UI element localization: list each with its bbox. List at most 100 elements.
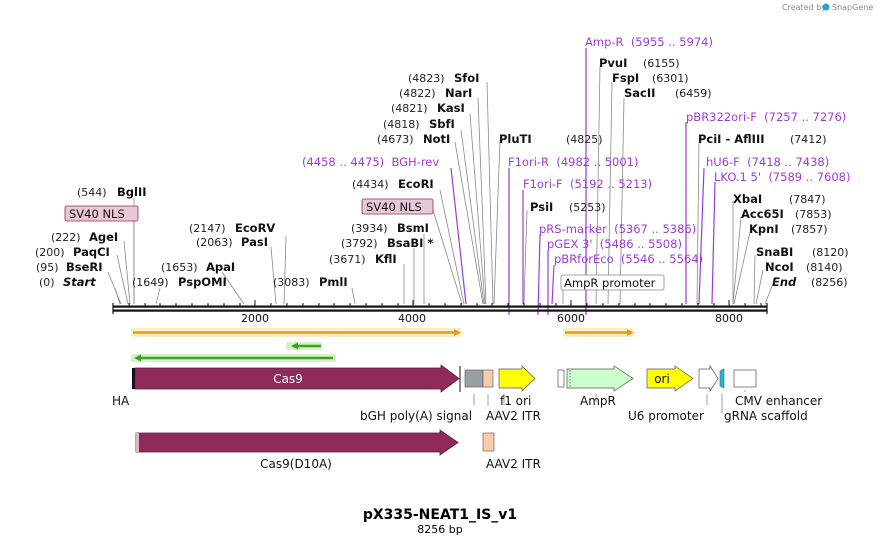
primer-hu6-f[interactable]: hU6-F (7418 .. 7438) (706, 155, 829, 169)
sv40-nls-left-label: SV40 NLS (69, 207, 125, 221)
grna-scaffold-shape[interactable] (719, 368, 725, 389)
site-sfoi[interactable]: SfoI (454, 71, 479, 85)
site-bseri[interactable]: BseRI (66, 260, 103, 274)
plasmid-name: pX335-NEAT1_IS_v1 (363, 507, 517, 523)
site-paqci[interactable]: PaqCI (73, 245, 110, 259)
ori-arrow[interactable] (646, 365, 694, 392)
site-pvui[interactable]: PvuI (599, 56, 627, 70)
site-num: (4822) (399, 87, 436, 100)
feature-track-1: Cas9 ori (132, 364, 757, 393)
bgh-polya-box[interactable] (464, 369, 484, 388)
ampr-promoter-box[interactable] (560, 274, 665, 291)
svg-text:(0): (0) (39, 276, 55, 289)
ha-label: HA (112, 394, 130, 408)
site-kasi[interactable]: KasI (437, 101, 465, 115)
primer-prs-marker[interactable]: pRS-marker (5367 .. 5386) (539, 222, 696, 236)
primer-amp-r[interactable]: Amp-R (5955 .. 5974) (585, 35, 713, 49)
ruler (128, 300, 762, 307)
site-apai[interactable]: ApaI (206, 260, 235, 274)
site-num: (4818) (383, 118, 420, 131)
site-num: (4825) (566, 133, 603, 146)
site-pci-afliii[interactable]: PciI - AflIII (698, 132, 765, 146)
site-nari[interactable]: NarI (445, 86, 472, 100)
site-bsmi[interactable]: BsmI (397, 221, 429, 235)
site-bglii[interactable]: BglII (117, 185, 147, 199)
site-kpni[interactable]: KpnI (749, 222, 779, 236)
site-num: (95) (36, 261, 59, 274)
ruler-tick-labels: 2000 4000 6000 8000 (241, 312, 743, 325)
site-pasi[interactable]: PasI (241, 235, 268, 249)
site-num: (2147) (189, 222, 226, 235)
site-snabi[interactable]: SnaBI (756, 245, 793, 259)
site-noti[interactable]: NotI (423, 132, 450, 146)
feature-leader-lines (473, 390, 746, 413)
primer-pgex-3[interactable]: pGEX 3' (5486 .. 5508) (547, 237, 682, 251)
ampr-promoter-box-feature[interactable] (557, 369, 565, 388)
site-kfli[interactable]: KflI (375, 252, 397, 266)
primer-pbrforeco[interactable]: pBRforEco (5546 .. 5564) (554, 252, 703, 266)
sv40-nls-mid-label: SV40 NLS (366, 200, 422, 214)
site-num: (6459) (675, 87, 712, 100)
site-agei[interactable]: AgeI (89, 230, 118, 244)
primer-f1ori-r[interactable]: F1ori-R (4982 .. 5001) (508, 155, 638, 169)
site-num: (200) (35, 246, 65, 259)
ruler-tick-6000: 6000 (557, 312, 585, 325)
site-psii[interactable]: PsiI (530, 200, 553, 214)
site-num: (1653) (161, 261, 198, 274)
right-site-labels: PluTI (4825) PsiI (5253) PvuI (6155) Fsp… (499, 56, 849, 289)
site-acc65i[interactable]: Acc65I (741, 207, 784, 221)
f1-ori-label: f1 ori (500, 394, 531, 408)
site-fspi[interactable]: FspI (612, 71, 639, 85)
cas9-d10a-label: Cas9(D10A) (260, 457, 332, 471)
bgh-polya-label: bGH poly(A) signal (360, 409, 472, 423)
site-num: (7857) (791, 223, 828, 236)
site-xbai[interactable]: XbaI (733, 192, 762, 206)
site-ecorv[interactable]: EcoRV (235, 221, 275, 235)
primer-connector-lines (450, 48, 716, 316)
feature-track-2: Cas9(D10A) AAV2 ITR (135, 429, 541, 471)
site-start[interactable]: Start (63, 275, 96, 289)
cas9-d10a-arrow[interactable] (135, 429, 459, 456)
site-pspomi[interactable]: PspOMI (178, 275, 227, 289)
ampr-arrow[interactable] (566, 365, 634, 392)
site-bsabi[interactable]: BsaBI * (387, 236, 433, 250)
primer-lko1-5[interactable]: LKO.1 5' (7589 .. 7608) (714, 170, 850, 184)
site-pmli[interactable]: PmlI (319, 275, 348, 289)
primer-f1ori-f[interactable]: F1ori-F (5192 .. 5213) (523, 177, 652, 191)
cmv-enhancer-box[interactable] (733, 369, 757, 388)
aav2-itr-2-label: AAV2 ITR (486, 457, 541, 471)
site-ncoi[interactable]: NcoI (765, 260, 794, 274)
aav2-itr-2-box[interactable] (482, 432, 495, 452)
cas9-arrow[interactable] (134, 364, 460, 393)
ha-tag-marker[interactable] (132, 368, 135, 389)
site-sbfi[interactable]: SbfI (429, 117, 455, 131)
ori-label: ori (654, 372, 670, 386)
primer-pbr322ori-f[interactable]: pBR322ori-F (7257 .. 7276) (686, 110, 846, 124)
site-num: (4434) (352, 178, 389, 191)
site-num: (7412) (790, 133, 827, 146)
site-num: (3671) (329, 253, 366, 266)
site-end[interactable]: End (772, 275, 797, 289)
primer-labels: (4458 .. 4475) BGH-rev F1ori-R (4982 .. … (302, 35, 850, 266)
site-num: (4673) (377, 133, 414, 146)
site-pluti[interactable]: PluTI (499, 132, 532, 146)
site-num: (0) (39, 276, 55, 289)
boxed-labels: SV40 NLS SV40 NLS AmpR promoter (64, 198, 665, 291)
sv40-nls-mid-box[interactable] (361, 198, 434, 215)
site-num: (2063) (196, 236, 233, 249)
site-num: (222) (51, 231, 81, 244)
site-num: (1649) (132, 276, 169, 289)
ruler-tick-4000: 4000 (398, 312, 426, 325)
site-ecori[interactable]: EcoRI (398, 177, 434, 191)
f1-ori-arrow[interactable] (498, 365, 536, 392)
ampr-label: AmpR (580, 394, 616, 408)
u6-promoter-arrow[interactable] (698, 364, 719, 393)
sv40-nls-left-box[interactable] (64, 205, 139, 222)
site-sacii[interactable]: SacII (624, 86, 655, 100)
aav2-itr-box[interactable] (482, 369, 494, 388)
site-num: (4823) (408, 72, 445, 85)
primer-bgh-rev[interactable]: (4458 .. 4475) BGH-rev (302, 155, 439, 169)
grna-scaffold-label: gRNA scaffold (724, 409, 808, 423)
site-num: (544) (77, 186, 107, 199)
site-num: (5253) (569, 201, 606, 214)
